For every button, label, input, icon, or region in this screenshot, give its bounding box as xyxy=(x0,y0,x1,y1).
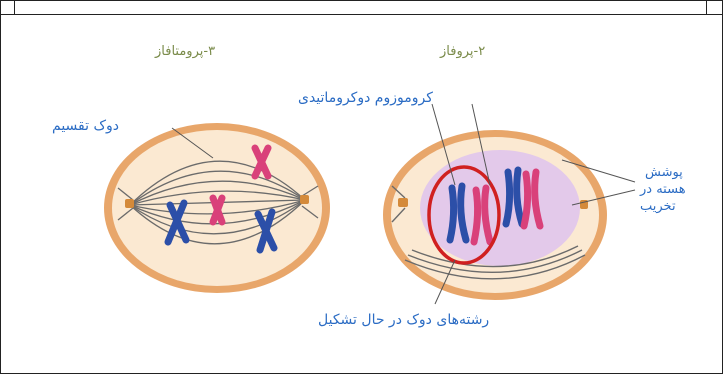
spindle-label: دوک تقسیم xyxy=(52,118,119,134)
forming-fibers-label: رشته‌های دوک در حال تشکیل xyxy=(318,312,489,328)
phase-label-left: ۳-پرومتافاز xyxy=(155,44,215,59)
prophase-cell xyxy=(383,104,635,304)
envelope-label-line2: هسته در xyxy=(640,182,686,197)
envelope-label-line1: پوشش xyxy=(645,165,683,180)
prometaphase-cell xyxy=(104,123,330,293)
phase-label-right: ۲-پروفاز xyxy=(440,44,485,59)
chromosome-label: کروموزوم دوکروماتیدی xyxy=(298,90,433,106)
envelope-label-line3: تخریب xyxy=(640,199,676,214)
